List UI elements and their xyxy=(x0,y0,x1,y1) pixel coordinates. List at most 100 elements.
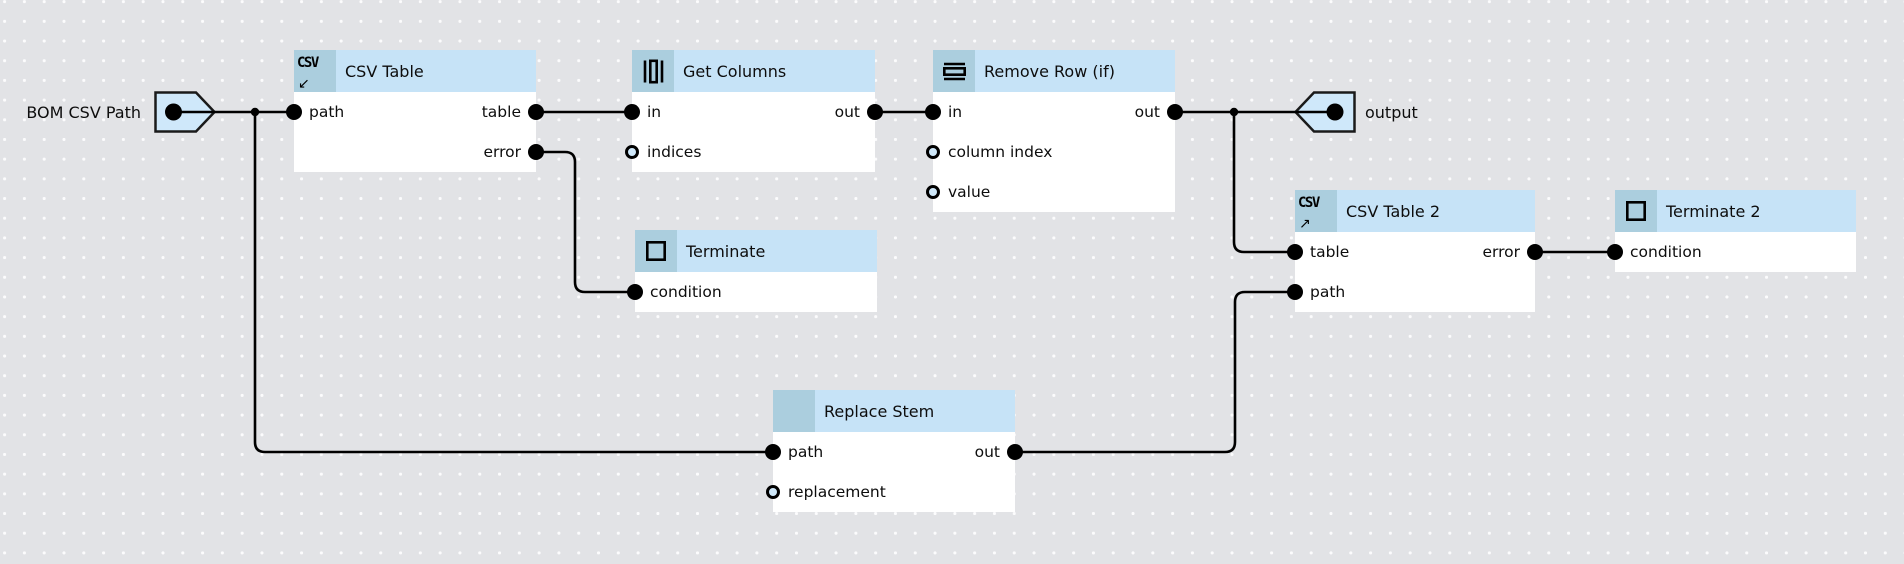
csv-icon-text: CSV xyxy=(1298,195,1320,211)
node-title: CSV Table 2 xyxy=(1346,201,1440,221)
node-csv-table-2-header[interactable]: CSV ↗ CSV Table 2 xyxy=(1295,190,1535,232)
input-pin-shape[interactable] xyxy=(154,91,217,133)
port-label-indices: indices xyxy=(647,143,702,161)
wire-junction-dot xyxy=(250,107,260,117)
port-dot-table-input[interactable] xyxy=(1287,244,1303,260)
port-dot-path-input[interactable] xyxy=(286,104,302,120)
port-dot-in-input[interactable] xyxy=(925,104,941,120)
port-row: error xyxy=(294,132,544,172)
port-dot-error-output[interactable] xyxy=(1527,244,1543,260)
port-dot-replacement-input[interactable] xyxy=(766,485,780,499)
port-row: replacement xyxy=(766,472,1015,512)
port-row: condition xyxy=(627,272,877,312)
port-label-out: out xyxy=(834,103,860,121)
port-label-in: in xyxy=(647,103,662,121)
port-dot-out-output[interactable] xyxy=(867,104,883,120)
node-title: Get Columns xyxy=(683,61,787,81)
wire-junction-dot xyxy=(1229,107,1239,117)
node-remove-row-header[interactable]: Remove Row (if) xyxy=(933,50,1175,92)
port-dot-path-input[interactable] xyxy=(1287,284,1303,300)
port-dot-indices-input[interactable] xyxy=(625,145,639,159)
port-row: condition xyxy=(1607,232,1856,272)
node-remove-row[interactable]: Remove Row (if) in out column index valu… xyxy=(925,50,1183,212)
node-title: Terminate 2 xyxy=(1666,201,1761,221)
input-pin-port-dot[interactable] xyxy=(165,103,182,121)
node-remove-row-body: in out column index value xyxy=(925,92,1183,212)
node-replace-stem[interactable]: Replace Stem path out replacement xyxy=(765,390,1023,512)
port-label-error: error xyxy=(1482,243,1520,261)
node-csv-table-header[interactable]: CSV ↙ CSV Table xyxy=(294,50,536,92)
port-dot-table-output[interactable] xyxy=(528,104,544,120)
csv-icon-text: CSV xyxy=(297,55,319,71)
port-row: table error xyxy=(1287,232,1543,272)
output-pin-label: output xyxy=(1365,102,1418,122)
port-label-in: in xyxy=(948,103,963,121)
columns-icon xyxy=(632,50,674,92)
rows-icon xyxy=(933,50,975,92)
port-dot-value-input[interactable] xyxy=(926,185,940,199)
node-csv-table[interactable]: CSV ↙ CSV Table path table error xyxy=(286,50,544,172)
node-get-columns[interactable]: Get Columns in out indices xyxy=(624,50,883,172)
port-label-value: value xyxy=(948,183,991,201)
port-label-condition: condition xyxy=(650,283,722,301)
empty-icon xyxy=(773,390,815,432)
port-label-condition: condition xyxy=(1630,243,1702,261)
port-dot-condition-input[interactable] xyxy=(627,284,643,300)
csv-import-icon: CSV ↙ xyxy=(294,50,336,92)
node-terminate-body: condition xyxy=(627,272,877,312)
port-label-error: error xyxy=(483,143,521,161)
port-label-path: path xyxy=(309,103,345,121)
node-title: Remove Row (if) xyxy=(984,61,1115,81)
node-terminate-2[interactable]: Terminate 2 condition xyxy=(1607,190,1856,272)
node-get-columns-header[interactable]: Get Columns xyxy=(632,50,875,92)
port-label-path: path xyxy=(1310,283,1346,301)
port-label-replacement: replacement xyxy=(788,483,886,501)
port-label-column-index: column index xyxy=(948,143,1053,161)
port-dot-error-output[interactable] xyxy=(528,144,544,160)
square-icon xyxy=(635,230,677,272)
node-title: Terminate xyxy=(686,241,766,261)
port-label-out: out xyxy=(1134,103,1160,121)
port-row: path table xyxy=(286,92,544,132)
output-pin-port-dot[interactable] xyxy=(1326,103,1344,121)
node-title: Replace Stem xyxy=(824,401,935,421)
node-csv-table-2[interactable]: CSV ↗ CSV Table 2 table error path xyxy=(1287,190,1543,312)
port-dot-in-input[interactable] xyxy=(624,104,640,120)
node-terminate-header[interactable]: Terminate xyxy=(635,230,877,272)
node-terminate-2-body: condition xyxy=(1607,232,1856,272)
node-csv-table-2-body: table error path xyxy=(1287,232,1543,312)
square-icon xyxy=(1615,190,1657,232)
output-pin[interactable] xyxy=(1293,91,1356,133)
port-row: in out xyxy=(925,92,1183,132)
port-row: column index xyxy=(926,132,1175,172)
export-arrow-icon: ↗ xyxy=(1299,216,1311,232)
input-pin-label: BOM CSV Path xyxy=(26,102,141,122)
port-label-out: out xyxy=(974,443,1000,461)
output-pin-shape[interactable] xyxy=(1293,91,1356,133)
port-dot-column-index-input[interactable] xyxy=(926,145,940,159)
import-arrow-icon: ↙ xyxy=(298,76,310,92)
port-dot-path-input[interactable] xyxy=(765,444,781,460)
port-row: indices xyxy=(625,132,875,172)
port-label-table: table xyxy=(1310,243,1350,261)
wire-csvtable-error-to-terminate-condition[interactable] xyxy=(536,150,635,294)
node-terminate[interactable]: Terminate condition xyxy=(627,230,877,312)
port-dot-out-output[interactable] xyxy=(1167,104,1183,120)
port-row: path out xyxy=(765,432,1023,472)
node-replace-stem-body: path out replacement xyxy=(765,432,1023,512)
wire-replacestem-out-to-csvtable2-path[interactable] xyxy=(1015,290,1295,454)
node-terminate-2-header[interactable]: Terminate 2 xyxy=(1615,190,1856,232)
node-replace-stem-header[interactable]: Replace Stem xyxy=(773,390,1015,432)
port-dot-out-output[interactable] xyxy=(1007,444,1023,460)
port-label-table: table xyxy=(481,103,521,121)
port-dot-condition-input[interactable] xyxy=(1607,244,1623,260)
node-csv-table-body: path table error xyxy=(286,92,544,172)
port-row: value xyxy=(926,172,1175,212)
input-pin[interactable] xyxy=(154,91,217,133)
csv-export-icon: CSV ↗ xyxy=(1295,190,1337,232)
port-row: in out xyxy=(624,92,883,132)
node-get-columns-body: in out indices xyxy=(624,92,883,172)
port-label-path: path xyxy=(788,443,824,461)
wire-removerow-out-to-csvtable2-table[interactable] xyxy=(1232,112,1295,254)
